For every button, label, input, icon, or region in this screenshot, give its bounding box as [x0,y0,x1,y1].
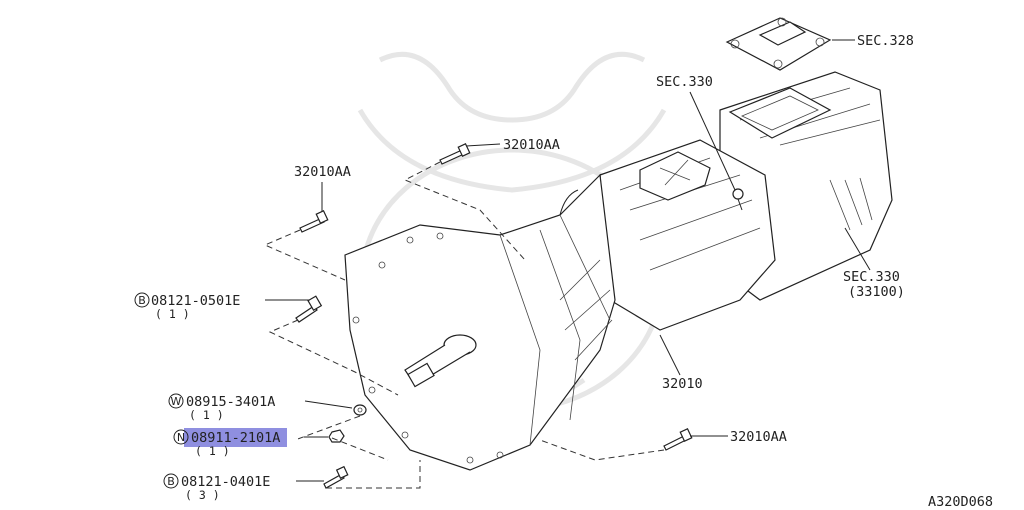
label-transmission[interactable]: 32010 [662,376,703,392]
label-bolt-right[interactable]: 32010AA [730,429,787,445]
bolt-0501-part [295,295,323,323]
image-code: A320D068 [928,494,993,510]
label-bolt-top[interactable]: 32010AA [503,137,560,153]
qty-washer: ( 1 ) [189,408,224,422]
callout-bolt-0501[interactable]: B 08121-0501E ( 1 ) [134,292,240,321]
label-sec330-right[interactable]: SEC.330 [843,269,900,285]
nut-label-highlight[interactable] [184,428,287,447]
marker-letter-w: W [171,395,182,408]
washer-part [353,404,367,416]
label-nut: 08911-2101A [191,430,280,446]
callout-washer[interactable]: W 08915-3401A ( 1 ) [168,393,275,422]
label-sec330-right-sub: (33100) [848,284,905,300]
qty-bolt-0401: ( 3 ) [185,488,220,502]
bolt-sec330-part [732,188,744,211]
bolt-0401-part [323,465,349,489]
qty-bolt-0501: ( 1 ) [155,307,190,321]
leader-lines [265,39,871,482]
bolt-left-part [299,209,329,233]
qty-nut: ( 1 ) [195,444,230,458]
label-bolt-0501: 08121-0501E [151,293,240,309]
bolt-top-part [439,142,471,165]
dashed-guides [263,161,665,489]
extension-cover-part [725,17,832,71]
label-sec330-top[interactable]: SEC.330 [656,74,713,90]
label-bolt-left[interactable]: 32010AA [294,164,351,180]
label-sec328[interactable]: SEC.328 [857,33,914,49]
label-washer: 08915-3401A [186,394,275,410]
marker-letter-n: N [177,431,185,444]
nut-part [328,429,345,443]
marker-letter-b: B [167,475,175,488]
callout-bolt-0401[interactable]: B 08121-0401E ( 3 ) [163,473,270,502]
transmission-assembly [344,71,893,471]
marker-letter-b: B [138,294,146,307]
bolt-right-part [663,427,693,451]
callout-nut[interactable]: N 08911-2101A ( 1 ) [173,429,280,458]
label-bolt-0401: 08121-0401E [181,474,270,490]
marker-circle [134,292,150,308]
